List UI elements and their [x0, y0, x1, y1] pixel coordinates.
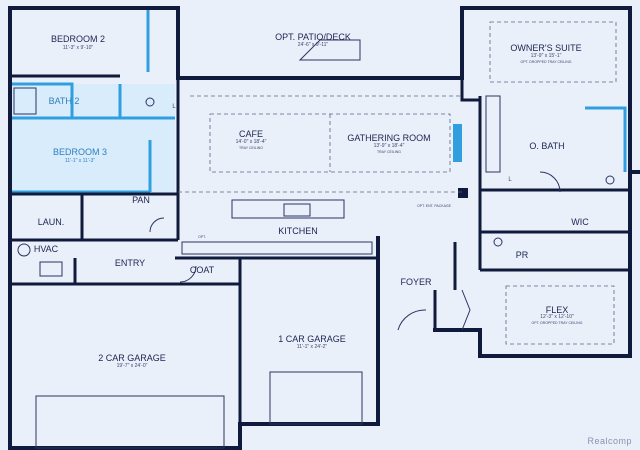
patio-dim: 24'-6" x 9'-11"	[297, 42, 329, 48]
garage1-door	[269, 371, 363, 425]
garage2-door	[35, 395, 225, 449]
obath-door-swing	[539, 171, 561, 193]
opt-small-label: OPT.	[198, 235, 206, 239]
kitchen-label: KITCHEN	[278, 226, 318, 236]
outer-wall-top	[8, 6, 640, 174]
obath-label: O. BATH	[529, 141, 565, 151]
shower-outline	[585, 106, 627, 172]
suite-wall	[460, 78, 480, 102]
bath2-label: BATH 2	[48, 96, 80, 106]
garage1-label: 1 CAR GARAGE	[278, 334, 346, 344]
garage1-wall	[238, 236, 380, 426]
column-icon	[458, 188, 468, 198]
gathering-label: GATHERING ROOM	[347, 133, 431, 143]
bedroom3-dim: 11'-1" x 11'-3"	[64, 158, 96, 164]
cafe-note: TRAY CEILING	[239, 146, 263, 150]
cafe-dim: 14'-0" x 18'-4"	[235, 139, 267, 145]
outer-wall-bottom	[8, 422, 242, 450]
bath2-highlight	[12, 86, 72, 116]
watermark: Realcomp	[587, 436, 632, 446]
bedroom2-dim: 11'-3" x 9'-10"	[62, 45, 94, 51]
pr-toilet-icon	[493, 237, 503, 247]
laundry-door-swing	[149, 217, 165, 233]
entry-door-swing	[179, 265, 197, 283]
flex-label: FLEX	[545, 305, 569, 315]
pantry-label: PAN	[132, 195, 150, 205]
cafe-label: CAFE	[238, 129, 264, 139]
bedroom3-label: BEDROOM 3	[52, 147, 108, 157]
kitchen-counter	[181, 241, 373, 255]
toilet-icon	[145, 97, 155, 107]
flex-tray-outline	[505, 285, 615, 345]
opt-ent-label: OPT. ENT. PACKAGE	[417, 204, 451, 208]
kitchen-island	[231, 199, 345, 219]
bathtub-icon	[13, 87, 37, 115]
foyer-label: FOYER	[400, 277, 432, 287]
flex-wall	[433, 258, 632, 358]
suite-tray-outline	[489, 21, 617, 83]
coat-label: COAT	[189, 265, 215, 275]
flex-note: OPT. DROPPED TRAY CEILING	[531, 321, 583, 325]
patio-door-icon	[298, 39, 361, 61]
front-door-swing	[397, 309, 427, 331]
hvac-icon	[17, 243, 31, 257]
vanity-icon	[485, 95, 501, 173]
flex-dim: 12'-3" x 12'-10"	[540, 314, 574, 320]
bedroom2-label: BEDROOM 2	[50, 34, 106, 44]
hvac-label: HVAC	[33, 244, 59, 254]
pr-label: PR	[515, 250, 529, 260]
linen-label-2: L	[508, 177, 512, 183]
water-heater-icon	[39, 261, 63, 277]
wic-label: WIC	[571, 217, 589, 227]
obath-toilet-icon	[605, 175, 615, 185]
linen-label-1: L	[172, 104, 176, 110]
garage2-dim: 19'-7" x 24'-0"	[116, 363, 148, 369]
garage1-dim: 11'-1" x 24'-2"	[296, 344, 328, 350]
owners-suite-note: OPT. DROPPED TRAY CEILING	[520, 60, 572, 64]
fireplace-icon	[453, 124, 462, 162]
gathering-dim: 13'-9" x 18'-4"	[373, 143, 405, 149]
gathering-note: TRAY CEILING	[377, 150, 401, 154]
owners-suite-dim: 13'-9" x 15'-1"	[530, 53, 562, 59]
owners-suite-label: OWNER'S SUITE	[510, 43, 582, 53]
kitchen-sink-icon	[283, 203, 311, 217]
bath2-outline	[10, 82, 74, 120]
flex-door	[461, 289, 471, 331]
garage2-label: 2 CAR GARAGE	[98, 353, 166, 363]
entry-label: ENTRY	[114, 258, 146, 268]
laundry-label: LAUN.	[37, 217, 65, 227]
patio-label: OPT. PATIO/DECK	[275, 32, 351, 42]
